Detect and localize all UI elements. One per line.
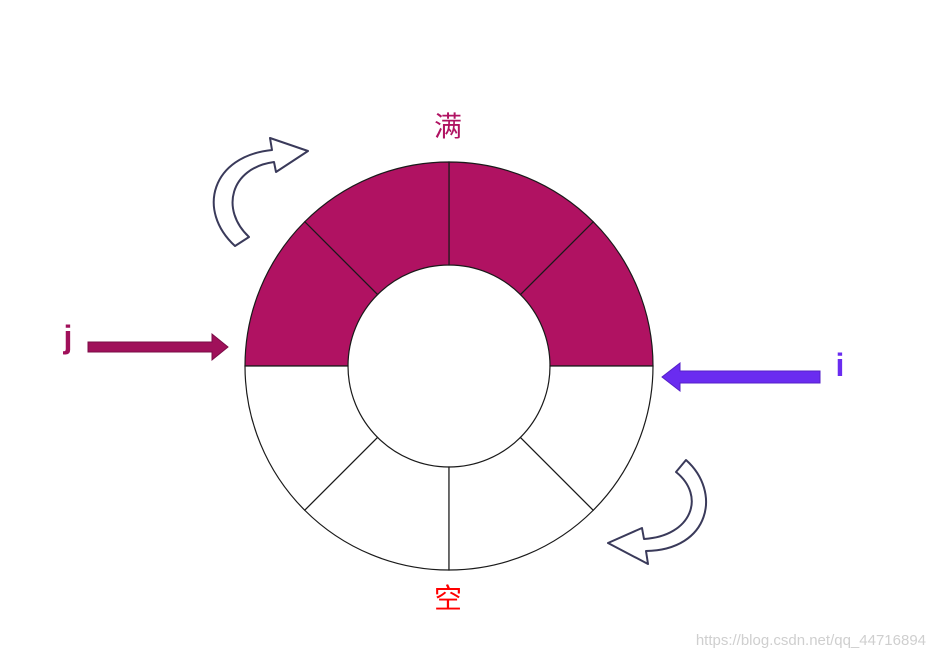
queue-ring [244,161,654,571]
pointer-j-arrow [87,332,229,362]
rotation-arrow-bottom-icon [607,459,708,565]
rotation-arrow-top-icon [212,137,309,247]
pointer-i-arrow [661,361,821,393]
label-empty: 空 [434,582,462,615]
watermark: https://blog.csdn.net/qq_44716894 [696,632,926,649]
label-full: 满 [434,110,462,143]
ring-segment-empty [519,365,654,512]
pointer-i-label: i [836,347,845,383]
pointer-j-label: j [63,319,73,355]
